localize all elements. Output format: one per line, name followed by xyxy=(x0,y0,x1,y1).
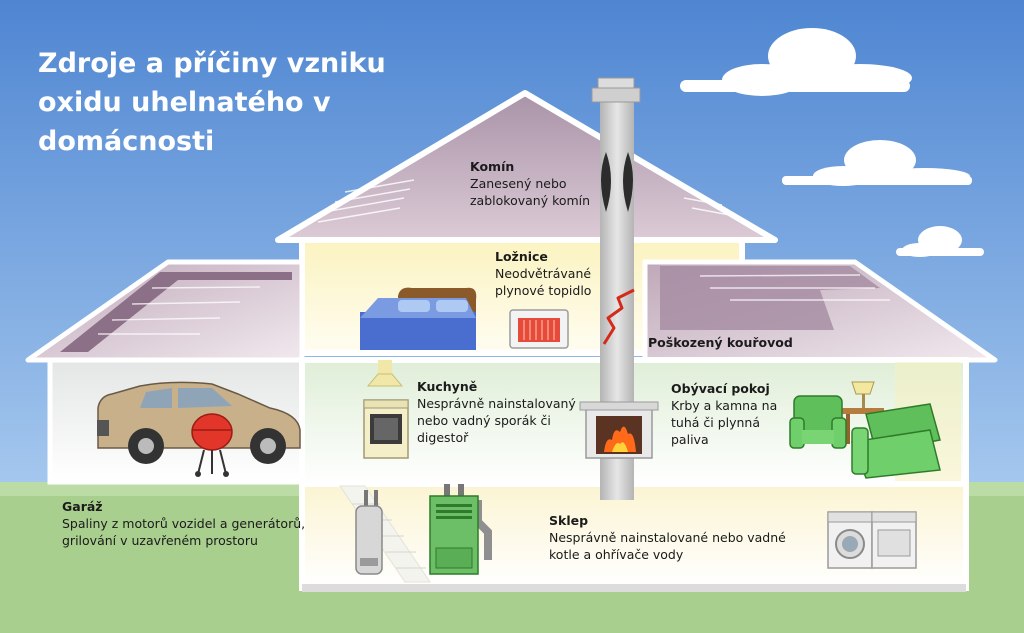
title-line-2: oxidu uhelnatého v xyxy=(38,87,331,118)
stove-icon xyxy=(363,399,409,459)
bed-icon xyxy=(360,287,477,350)
bedroom-heading: Ložnice xyxy=(495,249,548,264)
cloud-2 xyxy=(782,140,972,186)
chimney-heading: Komín xyxy=(470,159,515,174)
kitchen-heading: Kuchyně xyxy=(417,379,478,394)
diagram-title: Zdroje a příčiny vzniku oxidu uhelnatého… xyxy=(38,44,386,161)
cloud-1 xyxy=(680,28,912,96)
kitchen-line-1: Nesprávně nainstalovaný xyxy=(417,396,576,411)
basement-heading: Sklep xyxy=(549,513,589,528)
title-line-3: domácnosti xyxy=(38,126,215,157)
crack-icon xyxy=(602,288,635,345)
flue-label: Poškozený kouřovod xyxy=(648,334,793,351)
garage-heading: Garáž xyxy=(62,499,103,514)
basement-line-1: Nesprávně nainstalované nebo vadné xyxy=(549,530,786,545)
kitchen-label: Kuchyně Nesprávně nainstalovaný nebo vad… xyxy=(417,378,576,446)
title-line-1: Zdroje a příčiny vzniku xyxy=(38,48,386,79)
fireplace-icon xyxy=(579,401,659,459)
grill-icon xyxy=(191,413,233,477)
living-room-line-2: tuhá či plynná xyxy=(671,415,761,430)
gas-heater-icon xyxy=(509,309,569,349)
living-room-line-1: Krby a kamna na xyxy=(671,398,778,413)
garage-label: Garáž Spaliny z motorů vozidel a generát… xyxy=(62,498,305,549)
flue-text: Poškozený kouřovod xyxy=(648,335,793,350)
washer-icon xyxy=(827,511,873,569)
furnace-icon xyxy=(429,484,492,575)
dryer-icon xyxy=(871,511,917,569)
bedroom-label: Ložnice Neodvětrávané plynové topidlo xyxy=(495,248,591,299)
living-room-line-3: paliva xyxy=(671,432,709,447)
garage-line-2: grilování v uzavřeném prostoru xyxy=(62,533,258,548)
cloud-3 xyxy=(896,226,984,257)
bedroom-line-1: Neodvětrávané xyxy=(495,266,592,281)
basement-line-2: kotle a ohřívače vody xyxy=(549,547,684,562)
chimney-line-1: Zanesený nebo xyxy=(470,176,567,191)
bedroom-line-2: plynové topidlo xyxy=(495,283,592,298)
kitchen-line-3: digestoř xyxy=(417,430,469,445)
chimney-label: Komín Zanesený nebo zablokovaný komín xyxy=(470,158,590,209)
car-icon xyxy=(97,381,301,464)
chimney-line-2: zablokovaný komín xyxy=(470,193,591,208)
sofa-icon xyxy=(850,403,941,479)
living-room-label: Obývací pokoj Krby a kamna na tuhá či pl… xyxy=(671,380,777,448)
kitchen-line-2: nebo vadný sporák či xyxy=(417,413,551,428)
garage-line-1: Spaliny z motorů vozidel a generátorů, xyxy=(62,516,306,531)
range-hood-icon xyxy=(366,360,404,387)
armchair-icon xyxy=(789,395,847,449)
living-room-heading: Obývací pokoj xyxy=(671,381,770,396)
basement-label: Sklep Nesprávně nainstalované nebo vadné… xyxy=(549,512,786,563)
water-heater-icon xyxy=(355,490,383,575)
